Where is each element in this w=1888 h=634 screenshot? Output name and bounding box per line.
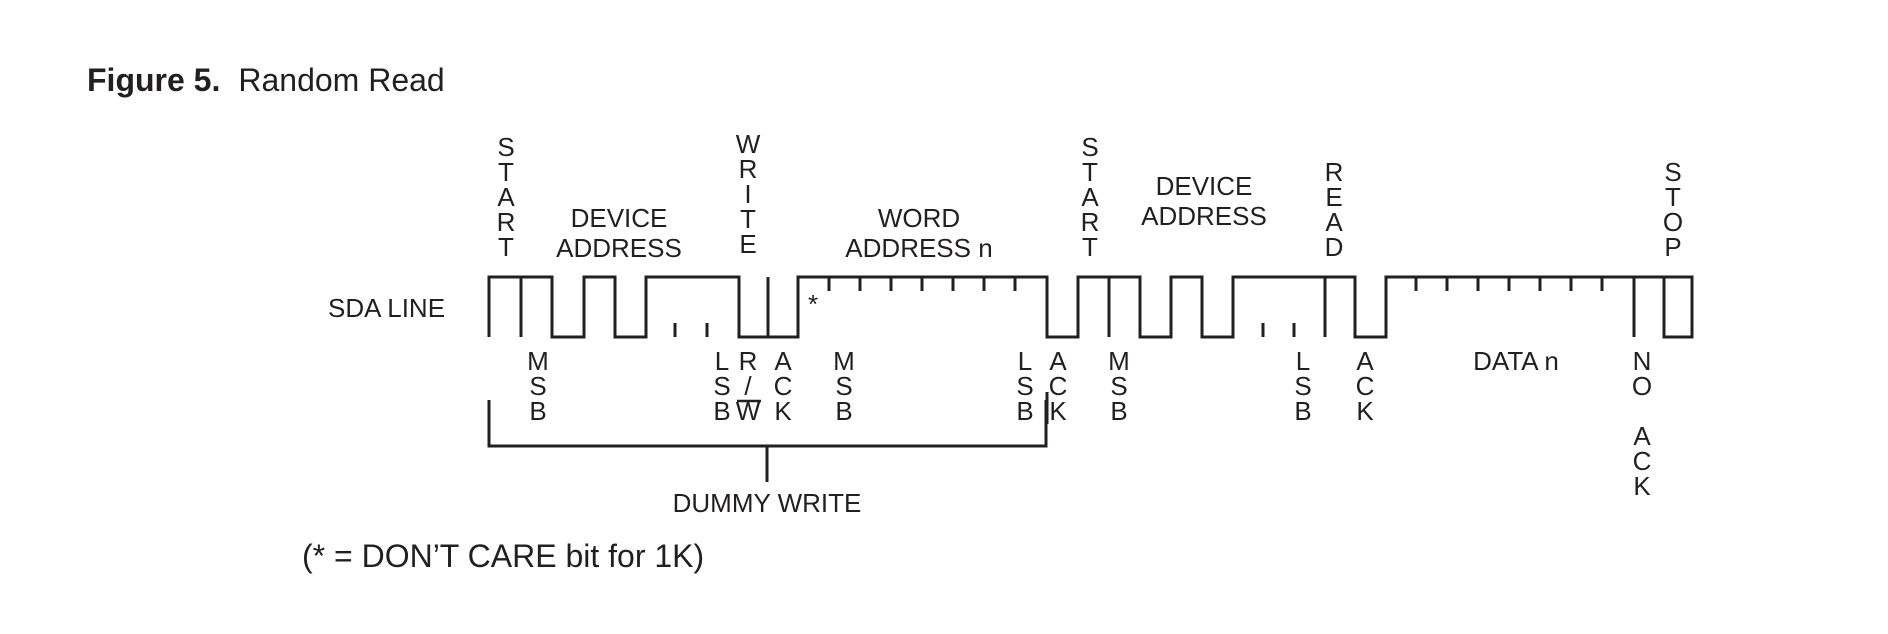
- figure-caption: Random Read: [238, 62, 445, 98]
- sda-waveform: [487, 275, 1694, 482]
- dont-care-marker: *: [808, 289, 818, 319]
- footnote: (* = DON’T CARE bit for 1K): [302, 538, 705, 574]
- dummy-write-bracket: [487, 400, 1048, 448]
- dummy-write-label: DUMMY WRITE: [673, 488, 862, 518]
- data-label: DATA n: [1473, 346, 1559, 376]
- figure-number: Figure 5.: [87, 62, 221, 98]
- rw-label: R/W: [736, 346, 761, 426]
- figure-title: Figure 5. Random Read: [87, 62, 445, 99]
- sda-line-label: SDA LINE: [328, 293, 445, 323]
- sda-line-trace: [487, 275, 1694, 339]
